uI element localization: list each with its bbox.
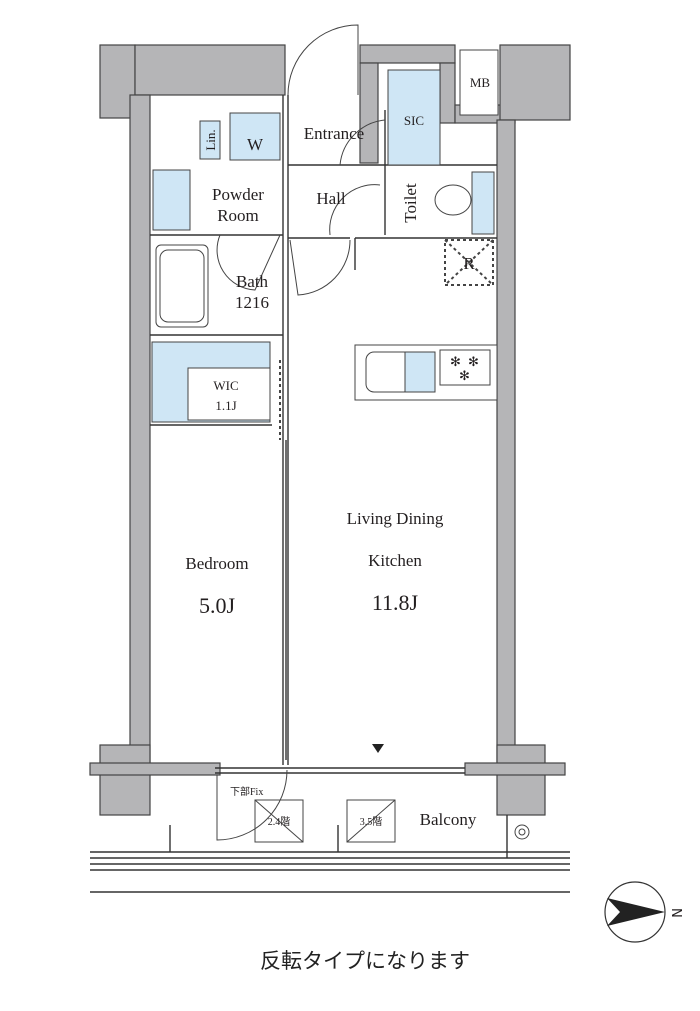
room-label-hall: Hall (316, 189, 346, 208)
shoe-closet (387, 69, 441, 166)
room-size-ldk: 11.8J (372, 590, 419, 615)
compass-north-label: N (668, 908, 683, 918)
room-label-wic-size: 1.1J (215, 398, 236, 413)
svg-text:✻: ✻ (459, 368, 470, 383)
caption: 反転タイプになります (260, 949, 470, 973)
hatch-label-right: 3.5階 (360, 816, 383, 828)
svg-text:✻: ✻ (468, 354, 479, 369)
refrigerator-space (444, 239, 494, 286)
kitchen-counter: ✻✻✻ (354, 344, 498, 401)
room-label-mb: MB (470, 75, 491, 90)
washer-space (229, 112, 281, 161)
room-label-refrigerator: R (463, 254, 475, 273)
balcony-window (215, 744, 465, 774)
room-label-bath-size: 1216 (235, 293, 269, 312)
room-label-entrance: Entrance (304, 124, 364, 143)
room-label-ldk-2: Kitchen (368, 551, 422, 570)
room-size-bedroom: 5.0J (199, 593, 236, 618)
room-label-linen: Lin. (203, 129, 218, 150)
entrance-door (287, 24, 359, 96)
room-label-toilet: Toilet (401, 183, 420, 223)
vanity (152, 169, 191, 231)
room-label-powder: Powder (212, 185, 264, 204)
room-label-wic: WIC (213, 378, 238, 393)
stove (439, 349, 491, 386)
toilet-tank (471, 171, 495, 235)
room-label-sic: SIC (404, 113, 424, 128)
hatch-label-left: 2.4階 (268, 816, 291, 828)
room-label-washer: W (247, 135, 264, 154)
linen-closet (199, 120, 221, 160)
fix-note: 下部Fix (230, 785, 263, 798)
north-compass-icon: N (604, 881, 683, 943)
svg-text:✻: ✻ (450, 354, 461, 369)
room-label-bedroom: Bedroom (185, 554, 248, 573)
room-label-ldk: Living Dining (347, 509, 444, 528)
toilet-bowl (434, 184, 472, 216)
room-label-bath: Bath (236, 272, 269, 291)
balcony (90, 769, 570, 893)
walls (89, 44, 571, 816)
room-label-balcony: Balcony (420, 810, 477, 829)
bathtub (155, 244, 209, 328)
room-label-powder-2: Room (217, 206, 259, 225)
